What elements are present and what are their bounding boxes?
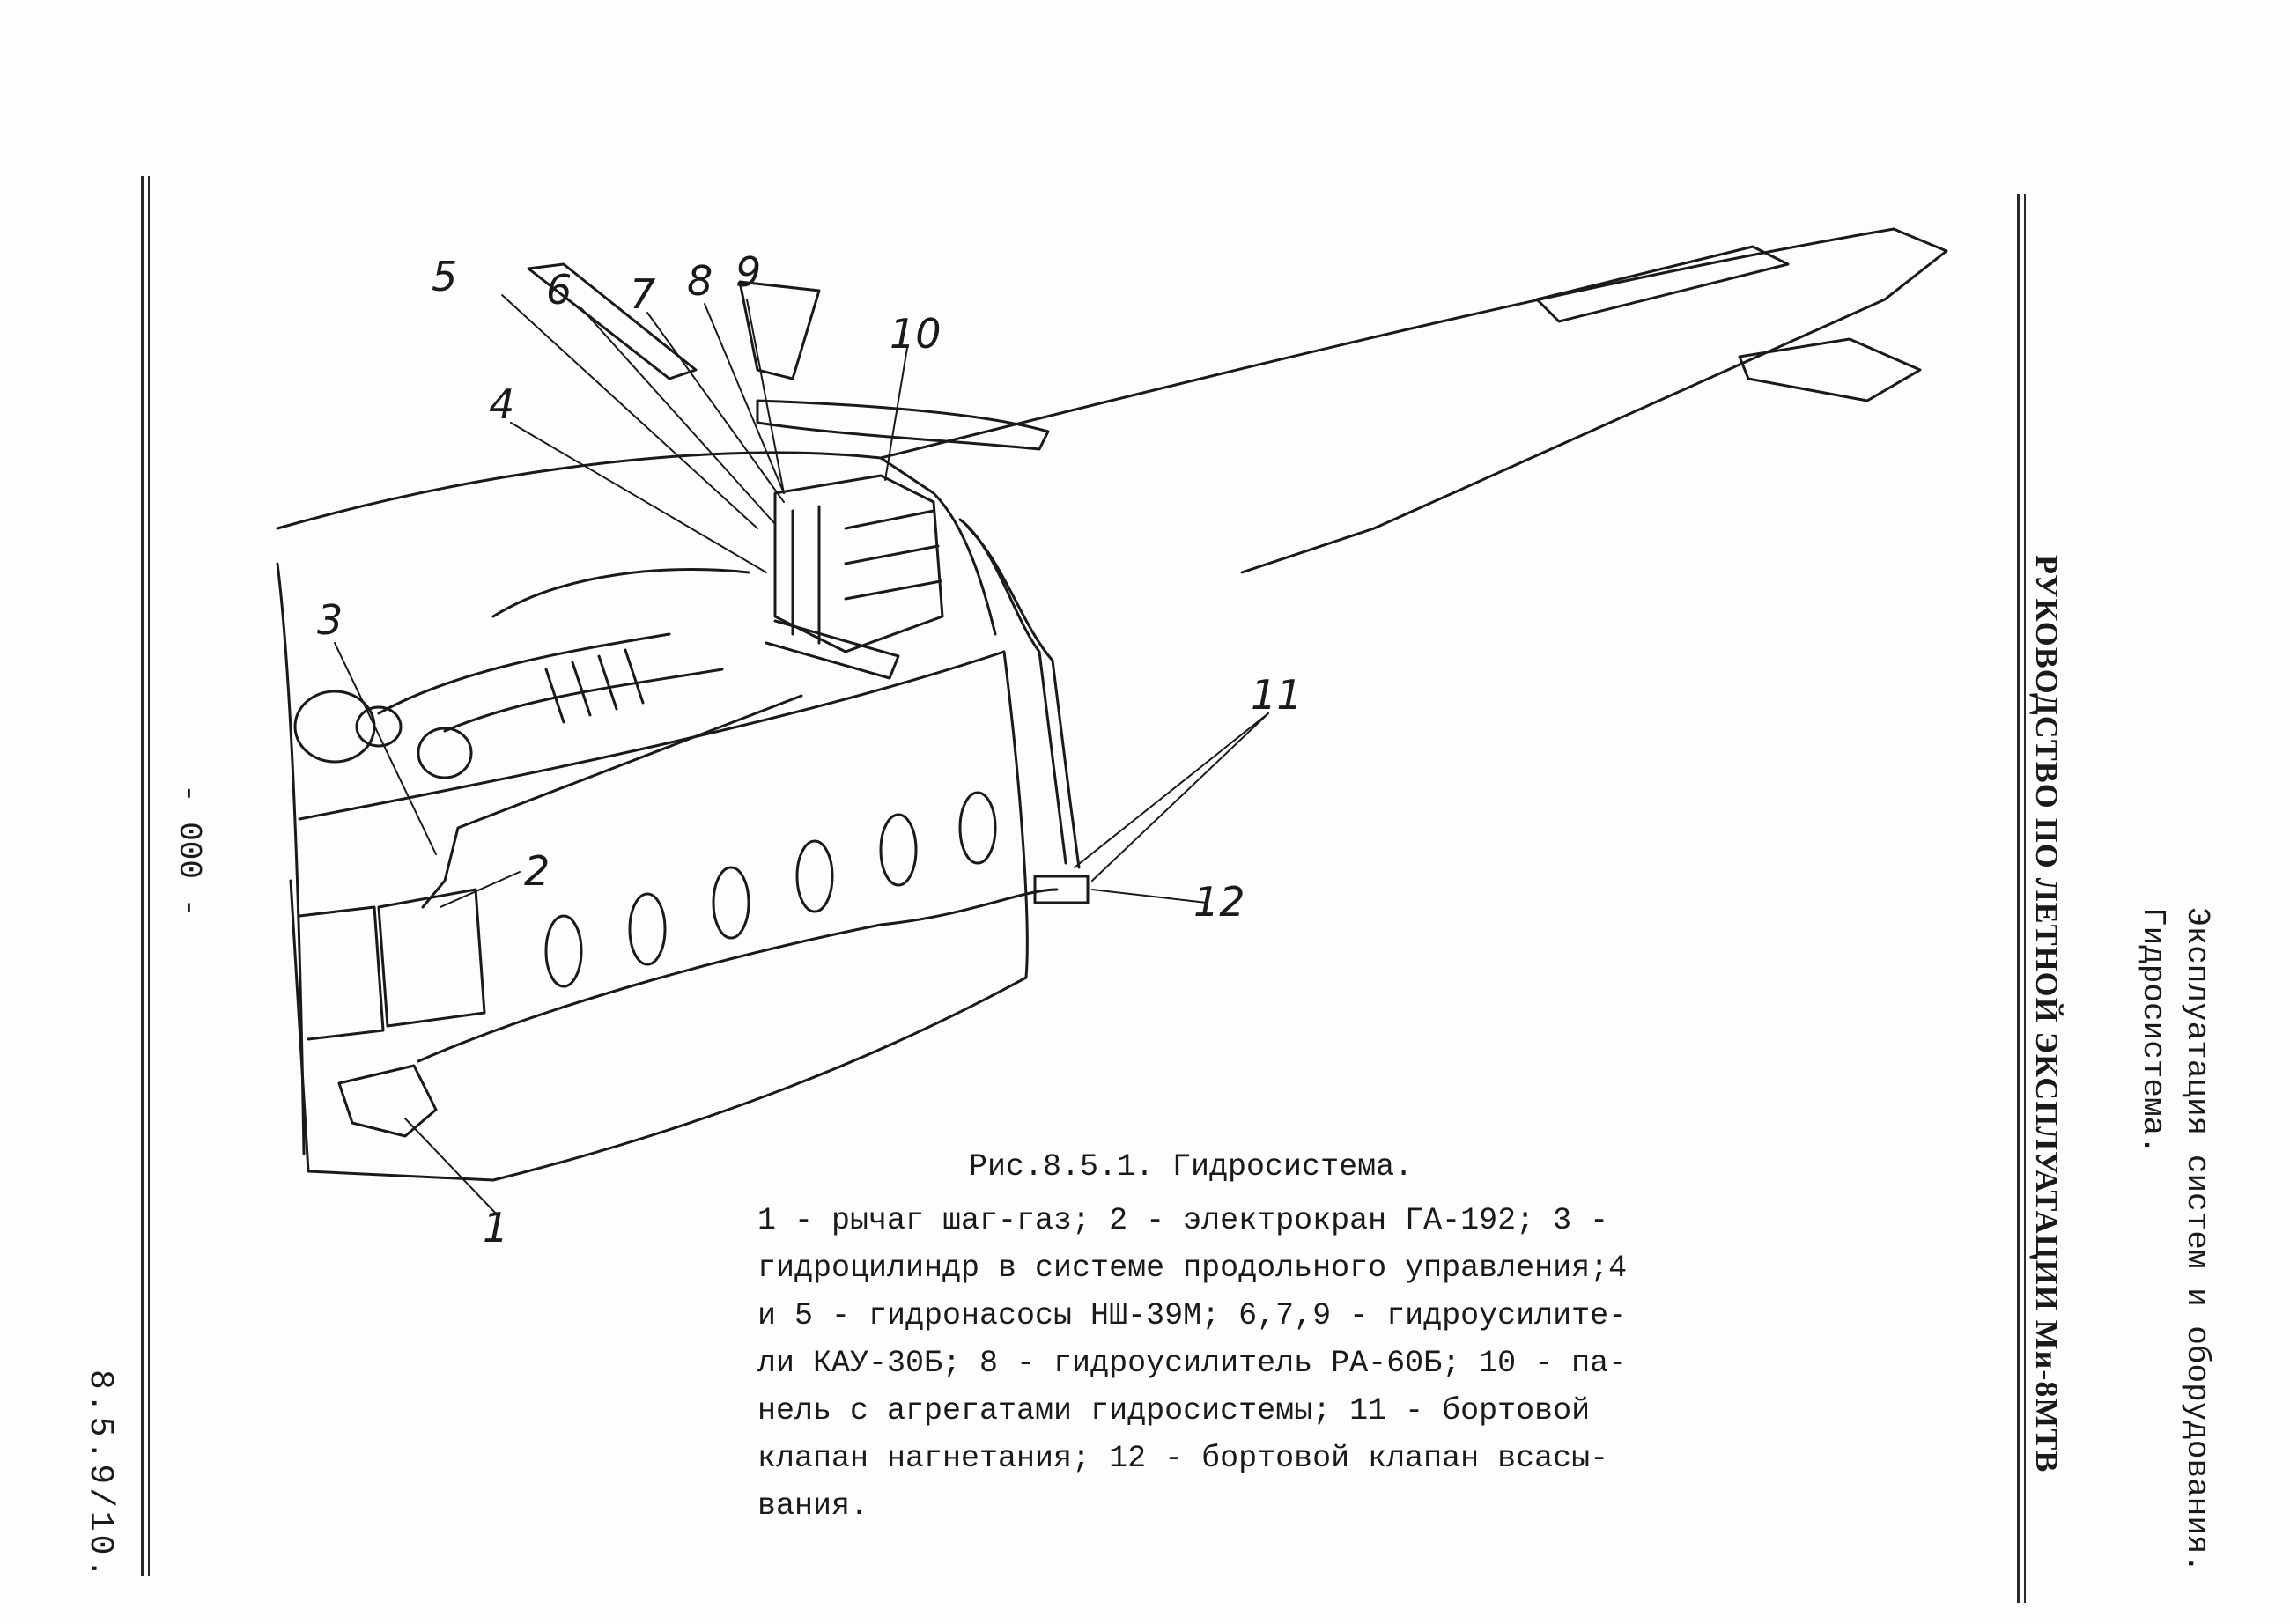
tail-boom-end [1883, 227, 1948, 301]
engine-cowling [932, 491, 997, 636]
fuselage-bottom-edge [491, 976, 1028, 1182]
legend-line: 1 - рычаг шаг-газ; 2 - электрокран ГА-19… [757, 1203, 1609, 1238]
right-border-rule-inner [2024, 194, 2026, 1603]
callout-5: 5 [432, 253, 457, 300]
tail-boom-upper [879, 227, 1895, 460]
suction-line [417, 888, 1059, 1063]
gearbox-hydraulic-panel [765, 474, 944, 680]
left-border-rule [141, 176, 144, 1576]
legend-line: гидроцилиндр в системе продольного управ… [757, 1251, 1628, 1286]
rotor-blade-front [527, 262, 698, 380]
callout-9: 9 [735, 248, 761, 296]
callout-6: 6 [546, 266, 572, 314]
rotor-blade-side [756, 399, 1050, 451]
legend-line: нель с агрегатами гидросистемы; 11 - бор… [757, 1393, 1591, 1428]
hydraulic-line-tail-2 [967, 527, 1081, 869]
fuselage-roof-line [276, 451, 935, 530]
callout-12: 12 [1193, 878, 1245, 926]
hydraulic-line-main [421, 694, 803, 909]
callout-1: 1 [483, 1204, 508, 1251]
tail-boom-lower [1240, 298, 1887, 574]
callout-8: 8 [687, 257, 713, 305]
cockpit-door [377, 888, 486, 1028]
left-border-rule-inner [148, 176, 150, 1576]
tail-fin [1535, 245, 1790, 323]
caption-title: Рис.8.5.1. Гидросистема. [969, 1149, 1414, 1185]
legend-line: ли КАУ-30Б; 8 - гидроусилитель РА-60Б; 1… [757, 1346, 1628, 1381]
fuselage-top-edge [298, 650, 1006, 821]
caption-legend: 1 - рычаг шаг-газ; 2 - электрокран ГА-19… [757, 1197, 1691, 1530]
fuselage-front-curve [276, 562, 306, 1155]
rotor-blade-rear [738, 280, 821, 380]
leader-lines [334, 294, 1269, 1216]
fuselage-right-edge [1002, 650, 1029, 979]
callout-7: 7 [630, 270, 655, 318]
callout-labels: 1 2 3 4 5 6 7 8 9 10 11 12 [317, 248, 1303, 1251]
nose-lower [289, 879, 495, 1182]
stabilizer [1738, 337, 1922, 402]
legend-line: клапан нагнетания; 12 - бортовой клапан … [757, 1441, 1609, 1476]
callout-3: 3 [317, 596, 343, 644]
callout-2: 2 [524, 847, 550, 895]
valve-block-12 [1033, 875, 1090, 904]
cockpit-frame [298, 905, 385, 1041]
legend-line: вания. [757, 1488, 869, 1524]
legend-line: и 5 - гидронасосы НШ-39М; 6,7,9 - гидроу… [757, 1298, 1628, 1333]
figure-caption: Рис.8.5.1. Гидросистема. 1 - рычаг шаг-г… [757, 1149, 1691, 1530]
right-border-rule [2017, 194, 2020, 1603]
callout-11: 11 [1251, 671, 1303, 719]
callout-10: 10 [890, 310, 942, 358]
cabin-windows [544, 791, 997, 988]
pitch-throttle-lever [337, 1064, 438, 1138]
engine-assembly [293, 568, 750, 779]
callout-4: 4 [489, 380, 514, 428]
